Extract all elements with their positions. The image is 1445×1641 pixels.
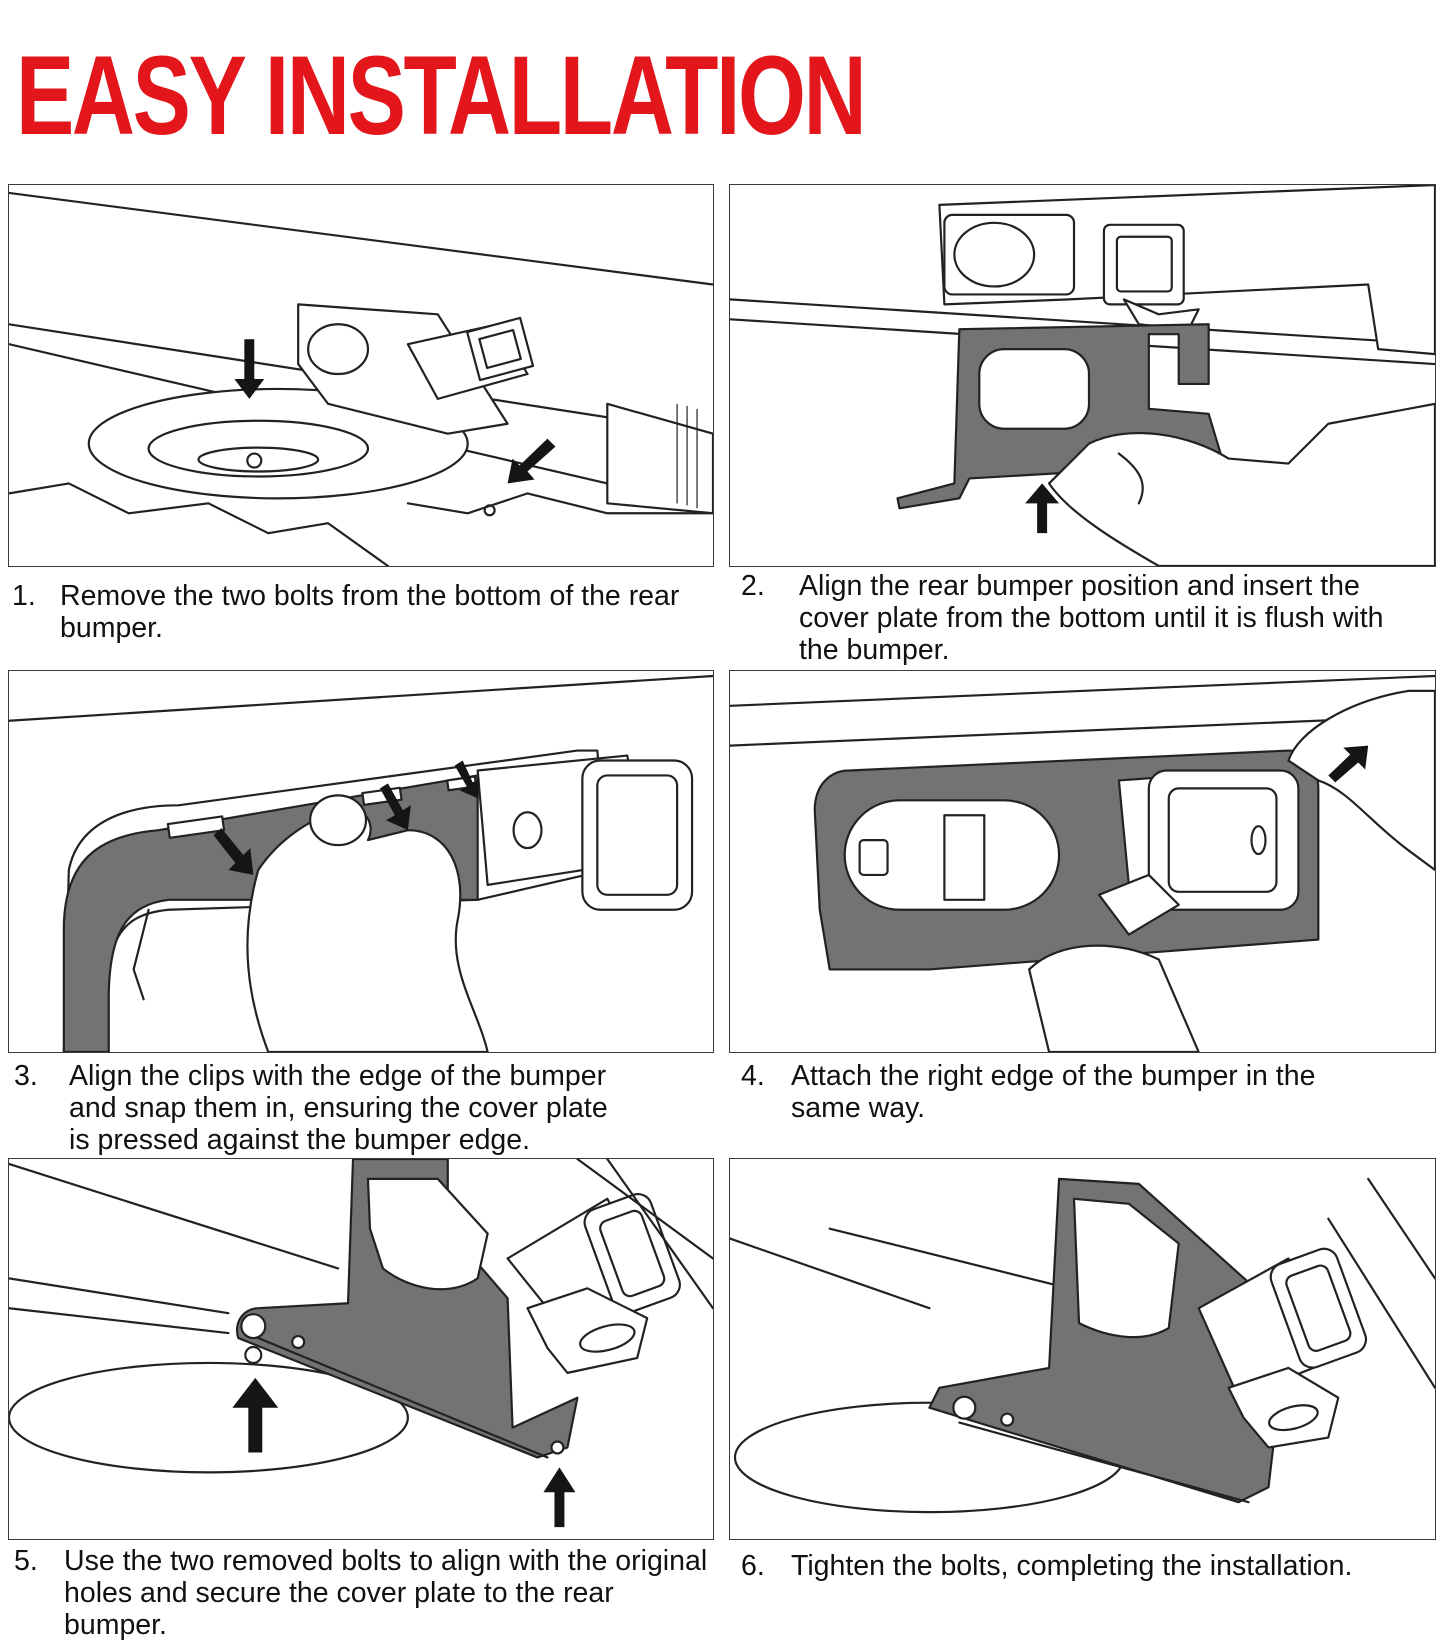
step-description: Use the two removed bolts to align with … [64, 1545, 708, 1641]
step-description: Align the rear bumper position and inser… [799, 570, 1384, 666]
step-number: 5. [14, 1545, 38, 1577]
step-description: Align the clips with the edge of the bum… [69, 1060, 608, 1156]
step-6-illustration [729, 1158, 1436, 1540]
step-2-illustration [729, 184, 1436, 567]
page-title: EASY INSTALLATION [16, 33, 867, 158]
step-number: 1. [12, 580, 36, 612]
step-description: Tighten the bolts, completing the instal… [791, 1550, 1353, 1582]
step-number: 6. [741, 1550, 765, 1582]
step-number: 2. [741, 570, 765, 602]
step-number: 3. [14, 1060, 38, 1092]
step-description: Remove the two bolts from the bottom of … [60, 580, 680, 644]
step-4-illustration [729, 670, 1436, 1053]
step-5-illustration [8, 1158, 714, 1540]
step-1-illustration [8, 184, 714, 567]
step-number: 4. [741, 1060, 765, 1092]
step-description: Attach the right edge of the bumper in t… [791, 1060, 1316, 1124]
step-3-illustration [8, 670, 714, 1053]
